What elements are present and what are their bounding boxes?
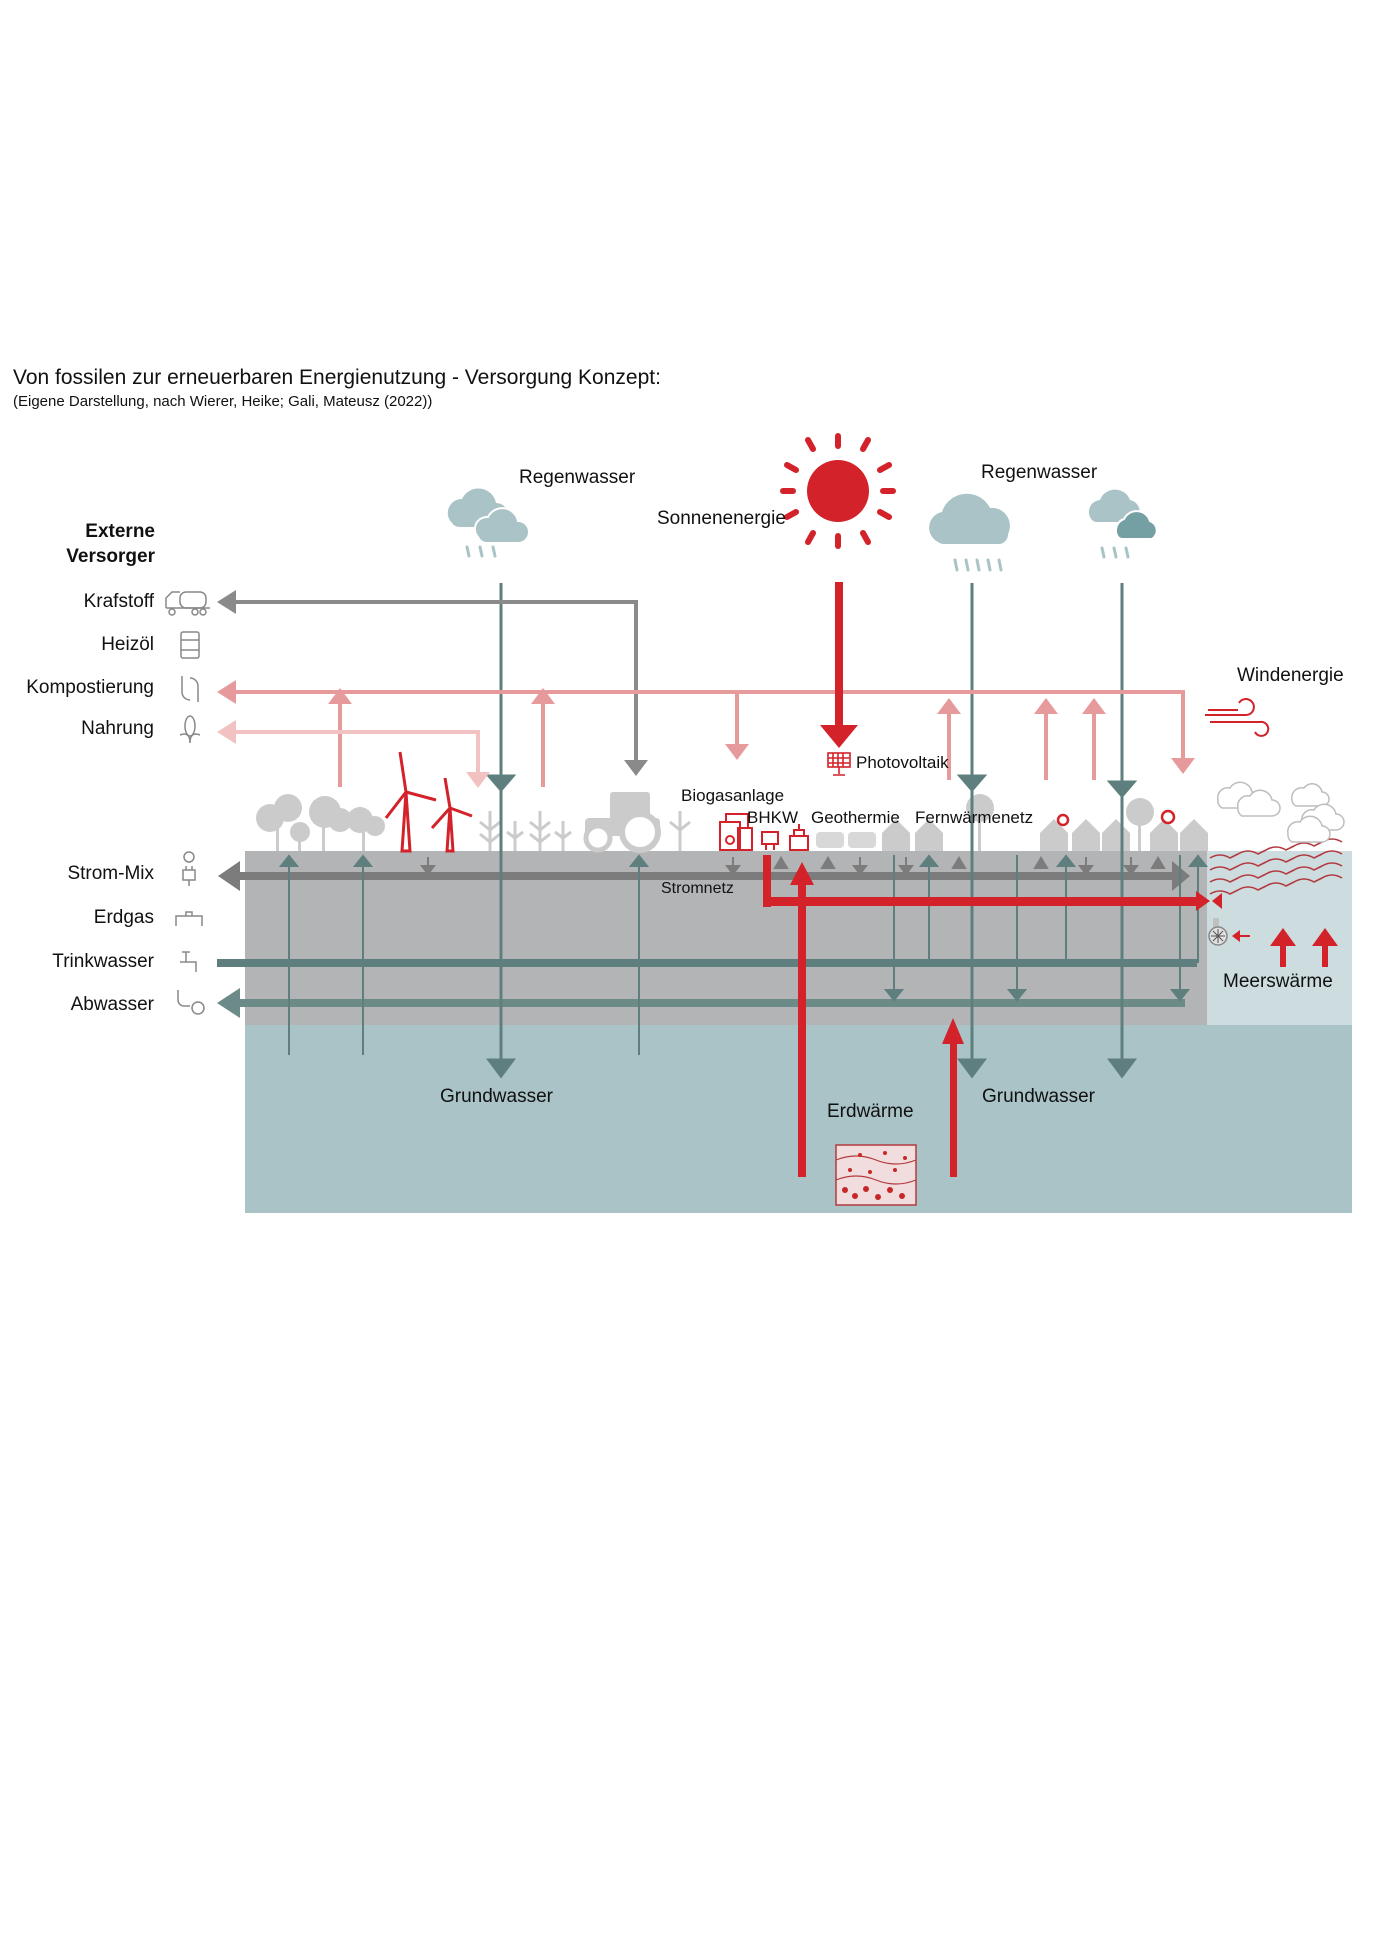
solar-flow-arrow (820, 582, 858, 748)
label-fernwaermenetz: Fernwärmenetz (915, 808, 1034, 827)
external-suppliers-heading-line1: Externe (85, 521, 155, 542)
crops-icon (479, 811, 691, 851)
label-erdwaerme: Erdwärme (827, 1101, 914, 1122)
label-stromnetz: Stromnetz (661, 880, 734, 897)
consumption-arrows (420, 856, 1166, 876)
rain-cloud-right-icon (1088, 489, 1158, 559)
label-regenwasser-right: Regenwasser (981, 462, 1098, 483)
label-sonnenenergie: Sonnenenergie (657, 508, 786, 529)
tanker-truck-icon (165, 591, 210, 616)
recycle-icon (181, 676, 199, 702)
external-suppliers-heading-line2: Versorger (66, 546, 155, 567)
erdwaerme-arrow (942, 1018, 964, 1177)
geothermie-icon (789, 824, 809, 851)
nahrung-flow (217, 720, 490, 788)
houses-icon (882, 794, 1208, 851)
wind-icon (1205, 698, 1270, 737)
label-grundwasser-left: Grundwasser (440, 1086, 553, 1107)
label-meerswaerme: Meerswärme (1223, 971, 1333, 992)
diagram-title: Von fossilen zur erneuerbaren Energienut… (13, 366, 661, 389)
cars-icon (816, 832, 876, 848)
supplier-abwasser: Abwasser (70, 994, 154, 1015)
rain-cloud-left-icon (447, 488, 530, 558)
sea-heat-pump-icon (1208, 918, 1250, 946)
wind-turbines-icon (384, 751, 473, 853)
label-biogasanlage: Biogasanlage (681, 786, 785, 805)
trinkwasser-line (217, 959, 1197, 967)
rain-arrows (485, 583, 1138, 1079)
water-vertical-lines (278, 854, 1209, 1055)
sea-clouds-icon (1216, 781, 1345, 843)
meerswaerme-arrows (1270, 928, 1338, 967)
label-grundwasser-right: Grundwasser (982, 1086, 1095, 1107)
tap-icon (180, 951, 197, 972)
supplier-strom-mix: Strom-Mix (67, 863, 154, 884)
kompostierung-flow (217, 680, 1195, 787)
supplier-heizoel: Heizöl (101, 634, 154, 655)
geothermal-rock-icon (835, 1144, 917, 1206)
photovoltaik-icon (827, 752, 851, 776)
supplier-kompostierung: Kompostierung (26, 677, 154, 698)
diagram-source: (Eigene Darstellung, nach Wierer, Heike;… (13, 393, 433, 410)
supplier-krafstoff: Krafstoff (83, 591, 154, 612)
label-bhkw: BHKW (747, 808, 798, 827)
oil-barrel-icon (180, 631, 200, 659)
tractor-icon (583, 792, 661, 853)
abwasser-line (217, 988, 1185, 1018)
krafstoff-flow (217, 590, 648, 776)
rain-cloud-center-icon (929, 493, 1010, 572)
sewer-pipe-icon (177, 990, 205, 1015)
supplier-nahrung: Nahrung (81, 718, 154, 739)
label-photovoltaik: Photovoltaik (856, 753, 949, 772)
label-regenwasser-left: Regenwasser (519, 467, 636, 488)
gas-pipe-icon (175, 911, 203, 926)
fernwaerme-network (763, 855, 1222, 1177)
bhkw-icon (761, 831, 779, 850)
sun-icon (780, 433, 896, 549)
label-windenergie: Windenergie (1237, 665, 1344, 686)
supplier-erdgas: Erdgas (93, 907, 154, 928)
label-geothermie: Geothermie (811, 808, 900, 827)
heat-pump-icons (1056, 809, 1176, 827)
trees-icon (256, 794, 385, 851)
corn-icon (179, 715, 201, 744)
biogas-plant-icon (719, 813, 753, 851)
plug-bulb-icon (182, 851, 196, 886)
supplier-trinkwasser: Trinkwasser (52, 951, 154, 972)
